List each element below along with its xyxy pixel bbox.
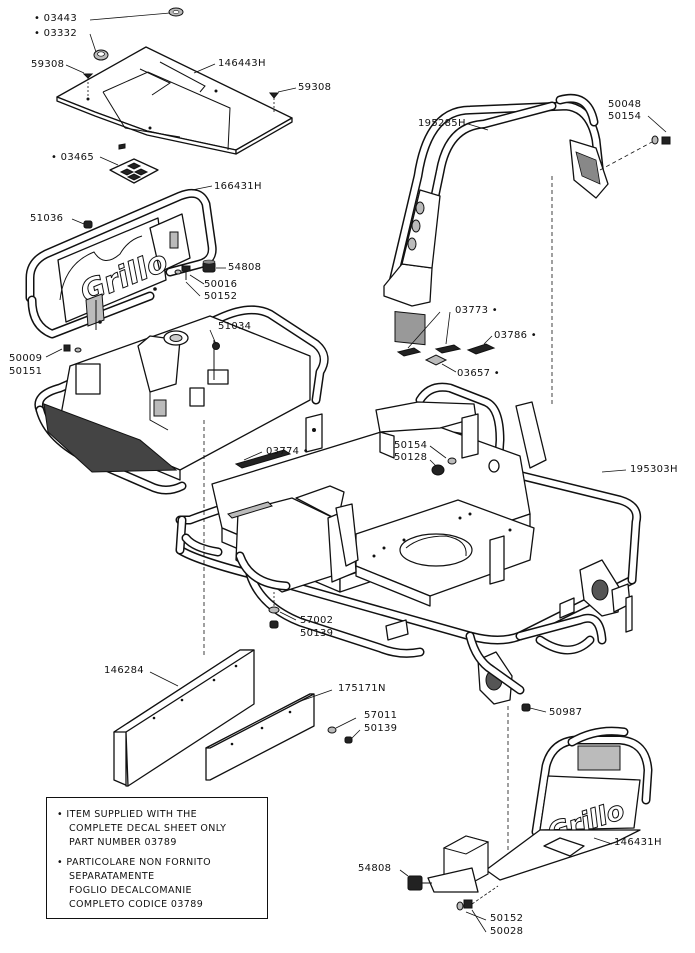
screw-59308-right [268,92,280,112]
roll-bar-195285H [383,93,609,346]
rear-frame [34,305,329,495]
label-195303H: 195303H [630,464,678,475]
grommet-03332 [93,49,109,61]
pad-54808-upper [202,259,216,273]
label-03657: 03657 • [457,368,500,379]
label-50139-mid: 50139 [300,628,334,639]
note-it-line-4: COMPLETO CODICE 03789 [69,899,204,910]
label-146431H: 146431H [614,837,662,848]
label-57011: 57011 [364,710,398,721]
front-guard-146431H: Grillo [427,726,653,893]
label-03465: • 03465 [51,152,94,163]
note-en-line-3: PART NUMBER 03789 [69,837,177,848]
label-50048: 50048 [608,99,642,110]
label-50152-top: 50152 [204,291,238,302]
main-frame-195303H [175,382,642,705]
cap-03443 [168,7,184,17]
label-166431H: 166431H [214,181,262,192]
note-it-line-1: • PARTICOLARE NON FORNITO [57,857,211,868]
decal-03774 [234,449,292,469]
note-en-line-2: COMPLETE DECAL SHEET ONLY [69,823,227,834]
label-50139-low: 50139 [364,723,398,734]
label-03332: • 03332 [34,28,77,39]
label-03774: 03774 • [266,446,309,457]
label-51036: 51036 [30,213,64,224]
label-175171N: 175171N [338,683,386,694]
decal-03657 [424,354,448,366]
label-146443H: 146443H [218,58,266,69]
label-59308-right: 59308 [298,82,332,93]
bolt-50009 [63,344,82,353]
nut-51036 [83,220,93,229]
bolt-50016 [174,265,191,280]
label-54808-low: 54808 [358,863,392,874]
label-50028: 50028 [490,926,524,937]
label-146284: 146284 [104,665,144,676]
bolt-50028 [456,885,499,911]
washer-57002 [268,606,280,629]
label-54808-top: 54808 [228,262,262,273]
screw-59308-left [82,73,94,96]
bolt-50048 [599,135,671,171]
pad-54808-lower [407,875,432,891]
label-50128: 50128 [394,452,428,463]
label-03773: 03773 • [455,305,498,316]
legend-note-box: • ITEM SUPPLIED WITH THE COMPLETE DECAL … [46,797,268,919]
nut-50987 [521,703,531,712]
label-50154-top: 50154 [608,111,642,122]
label-50987: 50987 [549,707,583,718]
label-51034: 51034 [218,321,252,332]
panel-146284 [113,649,255,787]
decal-03773 [396,344,462,357]
note-en-line-1: • ITEM SUPPLIED WITH THE [57,809,198,820]
panel-175171N [205,693,315,781]
note-it-line-3: FOGLIO DECALCOMANIE [69,885,192,896]
hood-plate-146443H [56,46,293,155]
label-50151: 50151 [9,366,43,377]
label-50154-mid: 50154 [394,440,428,451]
label-50152-low: 50152 [490,913,524,924]
decal-03465 [109,143,159,184]
decal-03786 [466,343,496,355]
label-50016: 50016 [204,279,238,290]
note-it-line-2: SEPARATAMENTE [69,871,155,882]
label-50009: 50009 [9,353,43,364]
label-03786: 03786 • [494,330,537,341]
label-195285H: 195285H [418,118,466,129]
label-03443: • 03443 [34,13,77,24]
label-57002: 57002 [300,615,334,626]
rear-guard-166431H: Grillo [25,188,217,339]
washer-57011 [327,726,353,744]
label-59308-left: 59308 [31,59,65,70]
